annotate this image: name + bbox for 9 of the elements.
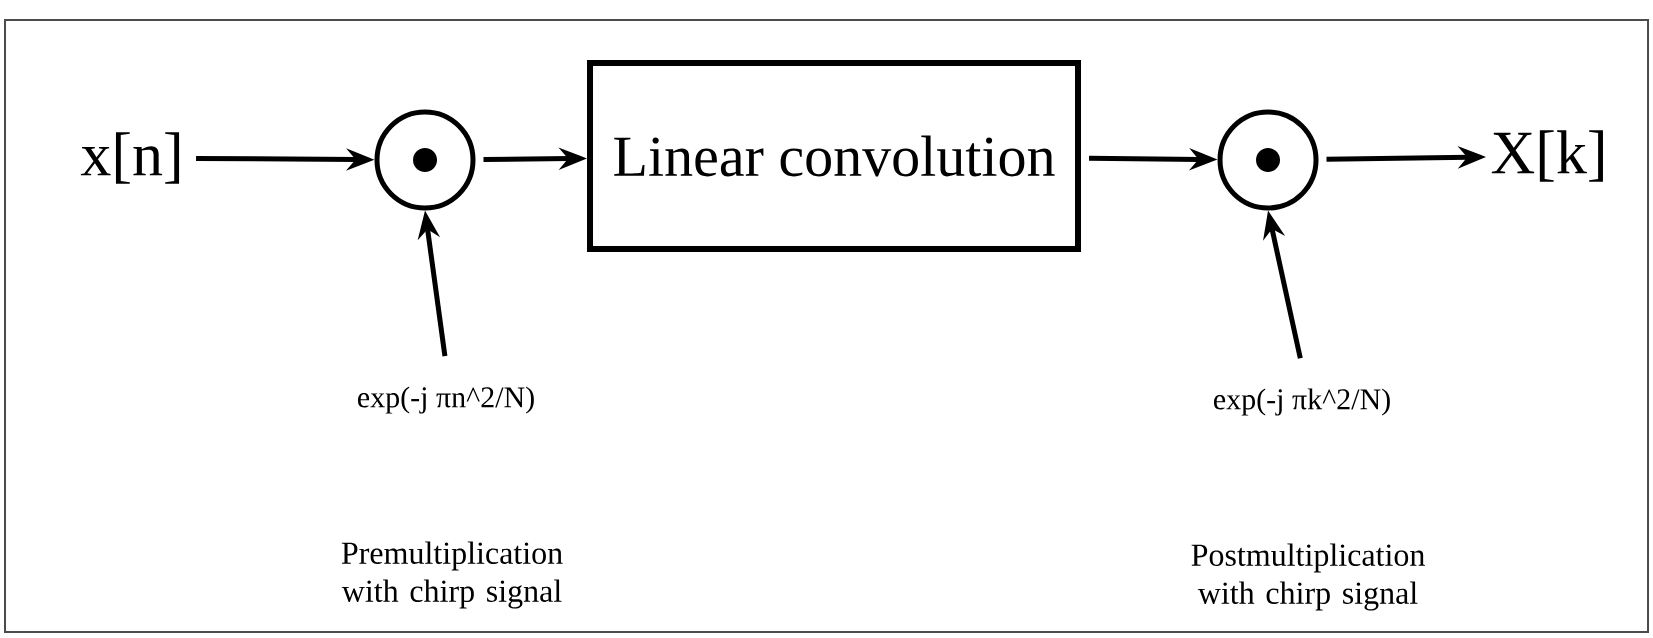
chirp-label: exp(-j πk^2/N) [1214, 388, 1390, 416]
caption-text: Postmultiplication with chirp signal [1191, 543, 1425, 611]
signal-label: x[n] [80, 132, 180, 184]
multiplier-symbol [1217, 109, 1319, 211]
chirp-label: exp(-j πn^2/N) [358, 386, 534, 414]
caption-text: Premultiplication with chirp signal [341, 541, 563, 609]
multiplier-symbol [374, 109, 476, 211]
signal-label: X[k] [1491, 130, 1603, 182]
process-box: Linear convolution [587, 60, 1081, 252]
